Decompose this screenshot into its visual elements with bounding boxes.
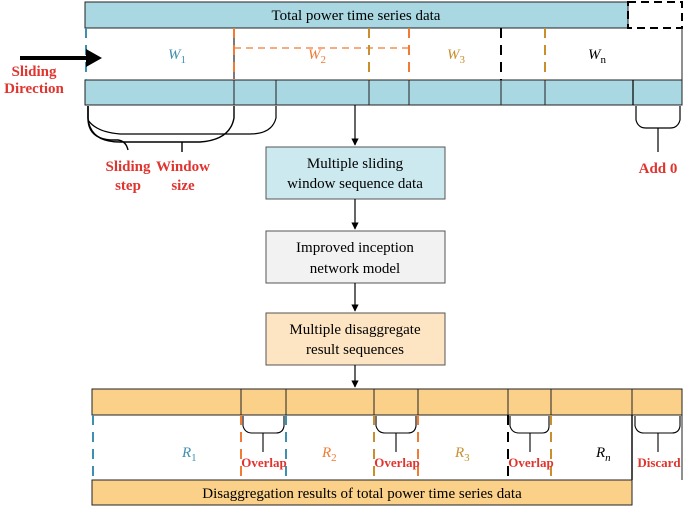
window-size-line1: Window xyxy=(156,159,210,175)
window-size-line2: size xyxy=(171,178,195,194)
step-bracket-right xyxy=(150,106,277,135)
r1-label: R1 xyxy=(181,445,197,464)
disaggregate-line2: result sequences xyxy=(306,342,404,358)
w2-label: W2 xyxy=(308,47,326,66)
overlap-label-2: Overlap xyxy=(374,455,420,470)
sliding-step-line2: step xyxy=(115,178,141,194)
window-size-bracket xyxy=(87,106,235,143)
sliding-data-line2: window sequence data xyxy=(287,176,423,192)
overlap-label-3: Overlap xyxy=(508,455,554,470)
sliding-direction-line2: Direction xyxy=(4,81,64,97)
padding-dashed-box xyxy=(627,1,683,29)
overlap-label-1: Overlap xyxy=(241,455,287,470)
w3-label: W3 xyxy=(447,47,466,66)
sliding-step-bracket xyxy=(87,106,129,151)
sliding-data-line1: Multiple sliding xyxy=(307,156,404,172)
top-title-text: Total power time series data xyxy=(272,8,441,24)
bottom-result-bar xyxy=(91,479,633,506)
disaggregate-box xyxy=(265,312,446,366)
rn-label: Rn xyxy=(595,445,611,464)
inception-line1: Improved inception xyxy=(296,240,414,256)
sliding-direction-line1: Sliding xyxy=(11,64,57,80)
sliding-step-line1: Sliding xyxy=(105,159,151,175)
add-zero-label: Add 0 xyxy=(639,161,678,177)
top-title-bar xyxy=(84,1,629,29)
add-zero-bracket xyxy=(635,106,681,129)
series-bar xyxy=(84,79,683,106)
discard-bracket xyxy=(634,416,681,434)
discard-label: Discard xyxy=(637,455,681,470)
overlap-bracket-2 xyxy=(375,416,417,434)
disaggregate-line1: Multiple disaggregate xyxy=(289,322,421,338)
sliding-direction-arrowhead xyxy=(86,49,102,67)
overlap-bracket-3 xyxy=(509,416,550,434)
r3-label: R3 xyxy=(454,445,470,464)
inception-box xyxy=(265,230,446,284)
w1-label: W1 xyxy=(168,47,186,66)
wn-label: Wn xyxy=(588,47,607,66)
results-bar xyxy=(91,388,683,416)
bottom-result-text: Disaggregation results of total power ti… xyxy=(202,486,522,502)
r2-label: R2 xyxy=(321,445,337,464)
step-to-window-bracket xyxy=(87,106,150,135)
overlap-bracket-1 xyxy=(242,416,285,434)
sliding-data-box xyxy=(265,146,446,200)
inception-line2: network model xyxy=(310,261,400,277)
